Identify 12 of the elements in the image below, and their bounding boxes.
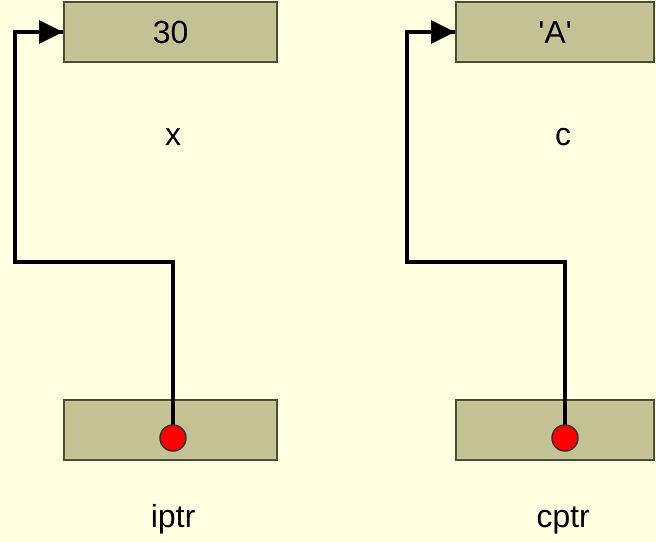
value-text: 30	[152, 14, 188, 50]
pointer-arrow	[405, 20, 579, 452]
variable-box	[63, 1, 278, 63]
variable-name: iptr	[150, 498, 196, 535]
value-text: 'A'	[538, 14, 572, 50]
pointer-box	[455, 399, 655, 461]
pointer-box	[63, 399, 278, 461]
variable-name: x	[164, 116, 182, 153]
variable-name: c	[554, 116, 572, 153]
variable-box	[455, 1, 655, 63]
variable-name: cptr	[535, 498, 591, 535]
pointer-arrow	[13, 20, 187, 452]
